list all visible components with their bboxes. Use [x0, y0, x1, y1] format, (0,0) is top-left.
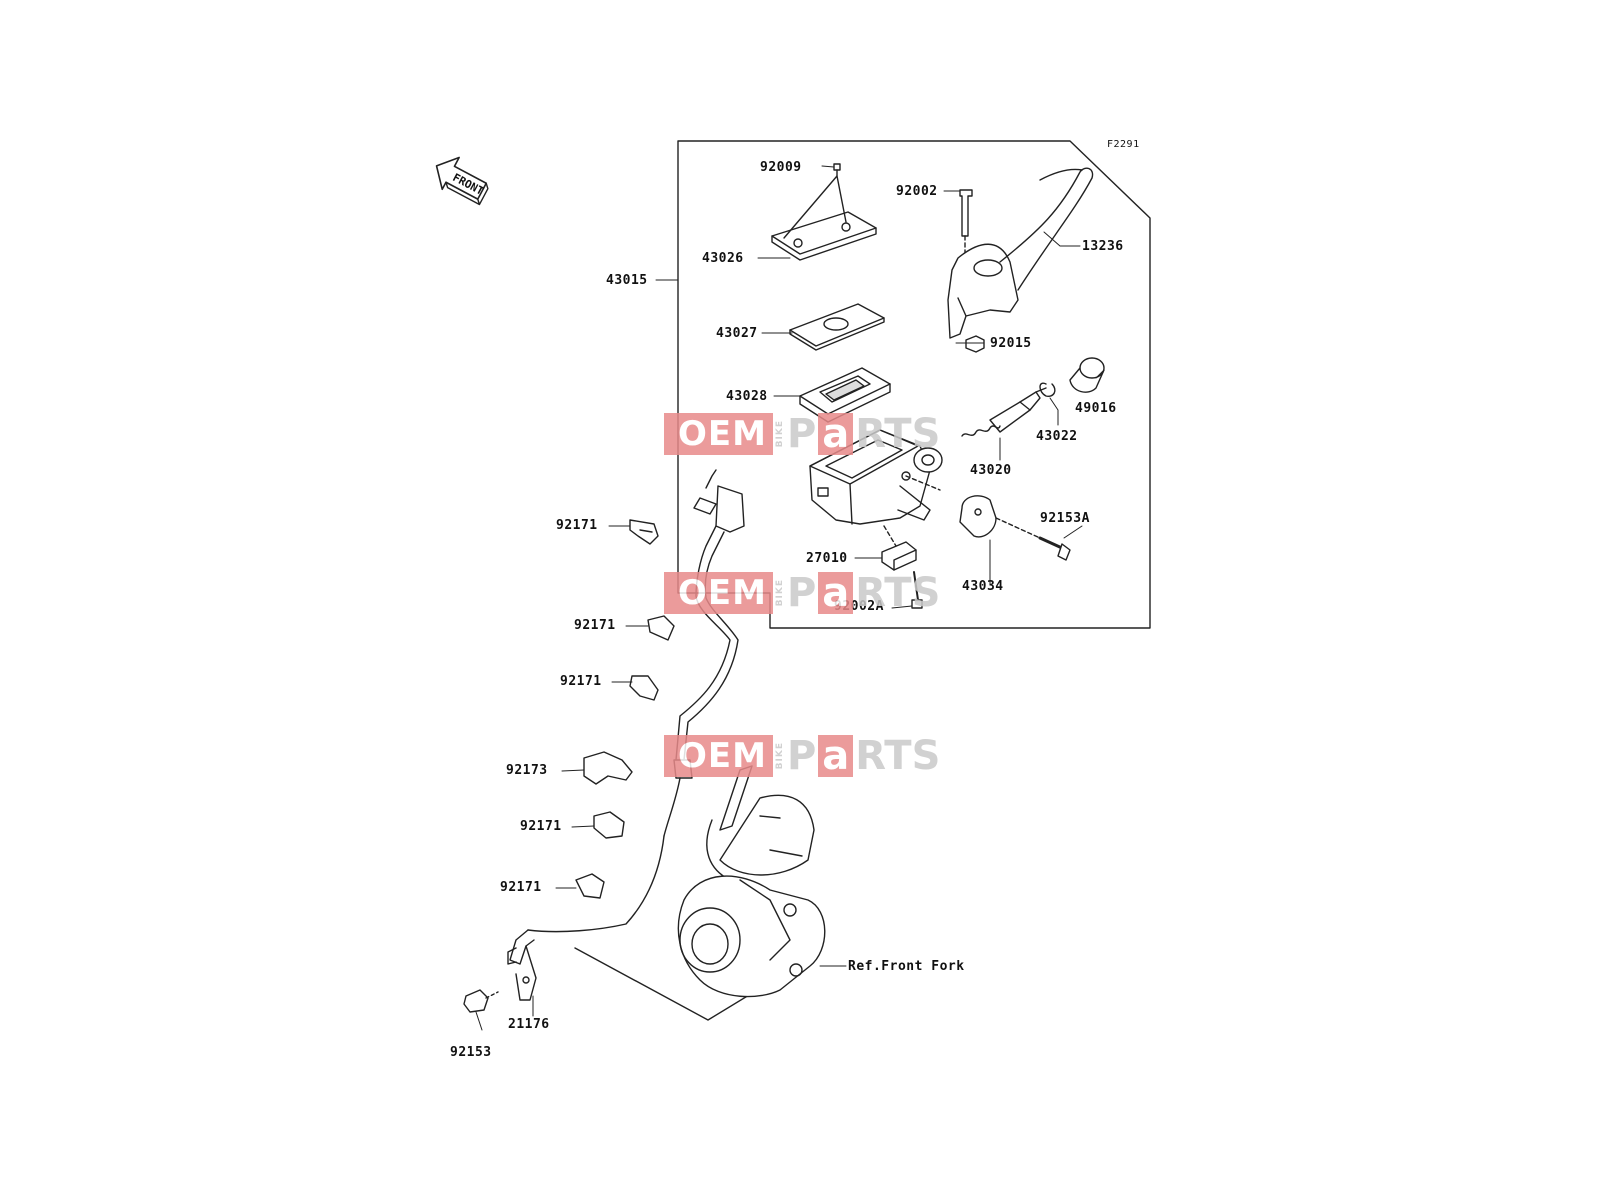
part-label-92153: 92153: [450, 1045, 492, 1060]
part-label-92171-5: 92171: [500, 880, 542, 895]
part-label-27010: 27010: [806, 551, 848, 566]
clip-92171-2: [647, 615, 675, 641]
diaphragm-plate-43027: [789, 303, 885, 351]
bolt-92153: [463, 989, 499, 1013]
front-arrow-icon: FRONT: [435, 156, 489, 206]
clip-92171-5: [575, 873, 605, 899]
part-label-92153A: 92153A: [1040, 511, 1090, 526]
reservoir-cap-43026: [771, 175, 877, 261]
nut-92015: [965, 335, 985, 353]
part-label-92171-4: 92171: [520, 819, 562, 834]
part-label-92171-3: 92171: [560, 674, 602, 689]
front-fork: [677, 765, 826, 998]
ref-front-fork-label: Ref.Front Fork: [848, 959, 965, 974]
clip-92171-1: [629, 519, 659, 545]
part-label-13236: 13236: [1082, 239, 1124, 254]
diaphragm-43028: [799, 367, 891, 423]
part-label-21176: 21176: [508, 1017, 550, 1032]
part-label-43020: 43020: [970, 463, 1012, 478]
piston-43020: [961, 387, 1047, 437]
part-label-43034: 43034: [962, 579, 1004, 594]
leader-lines: [475, 165, 1105, 1031]
part-label-92171-1: 92171: [556, 518, 598, 533]
boot-49016: [1069, 357, 1105, 393]
part-label-49016: 49016: [1075, 401, 1117, 416]
screw-92009: [833, 163, 841, 177]
clip-92171-3: [629, 675, 659, 701]
switch-27010: [881, 525, 917, 571]
part-label-43022: 43022: [1036, 429, 1078, 444]
part-label-43026: 43026: [702, 251, 744, 266]
part-label-43027: 43027: [716, 326, 758, 341]
circlip-43022: [1039, 382, 1056, 398]
clip-92171-4: [593, 811, 625, 839]
part-label-92002: 92002: [896, 184, 938, 199]
part-label-43028: 43028: [726, 389, 768, 404]
screw-92002A: [911, 571, 923, 609]
part-label-92171-2: 92171: [574, 618, 616, 633]
part-label-92009: 92009: [760, 160, 802, 175]
bolt-92153A: [1038, 536, 1071, 561]
part-label-92173: 92173: [506, 763, 548, 778]
clamp-43034: [959, 495, 1041, 539]
part-label-92002A: 92002A: [834, 599, 884, 614]
part-label-43015: 43015: [606, 273, 648, 288]
part-label-92015: 92015: [990, 336, 1032, 351]
clip-92173: [583, 751, 633, 785]
figure-code: F2291: [1107, 139, 1140, 150]
master-cylinder-body: [809, 429, 943, 525]
lever-13236: [947, 167, 1094, 339]
